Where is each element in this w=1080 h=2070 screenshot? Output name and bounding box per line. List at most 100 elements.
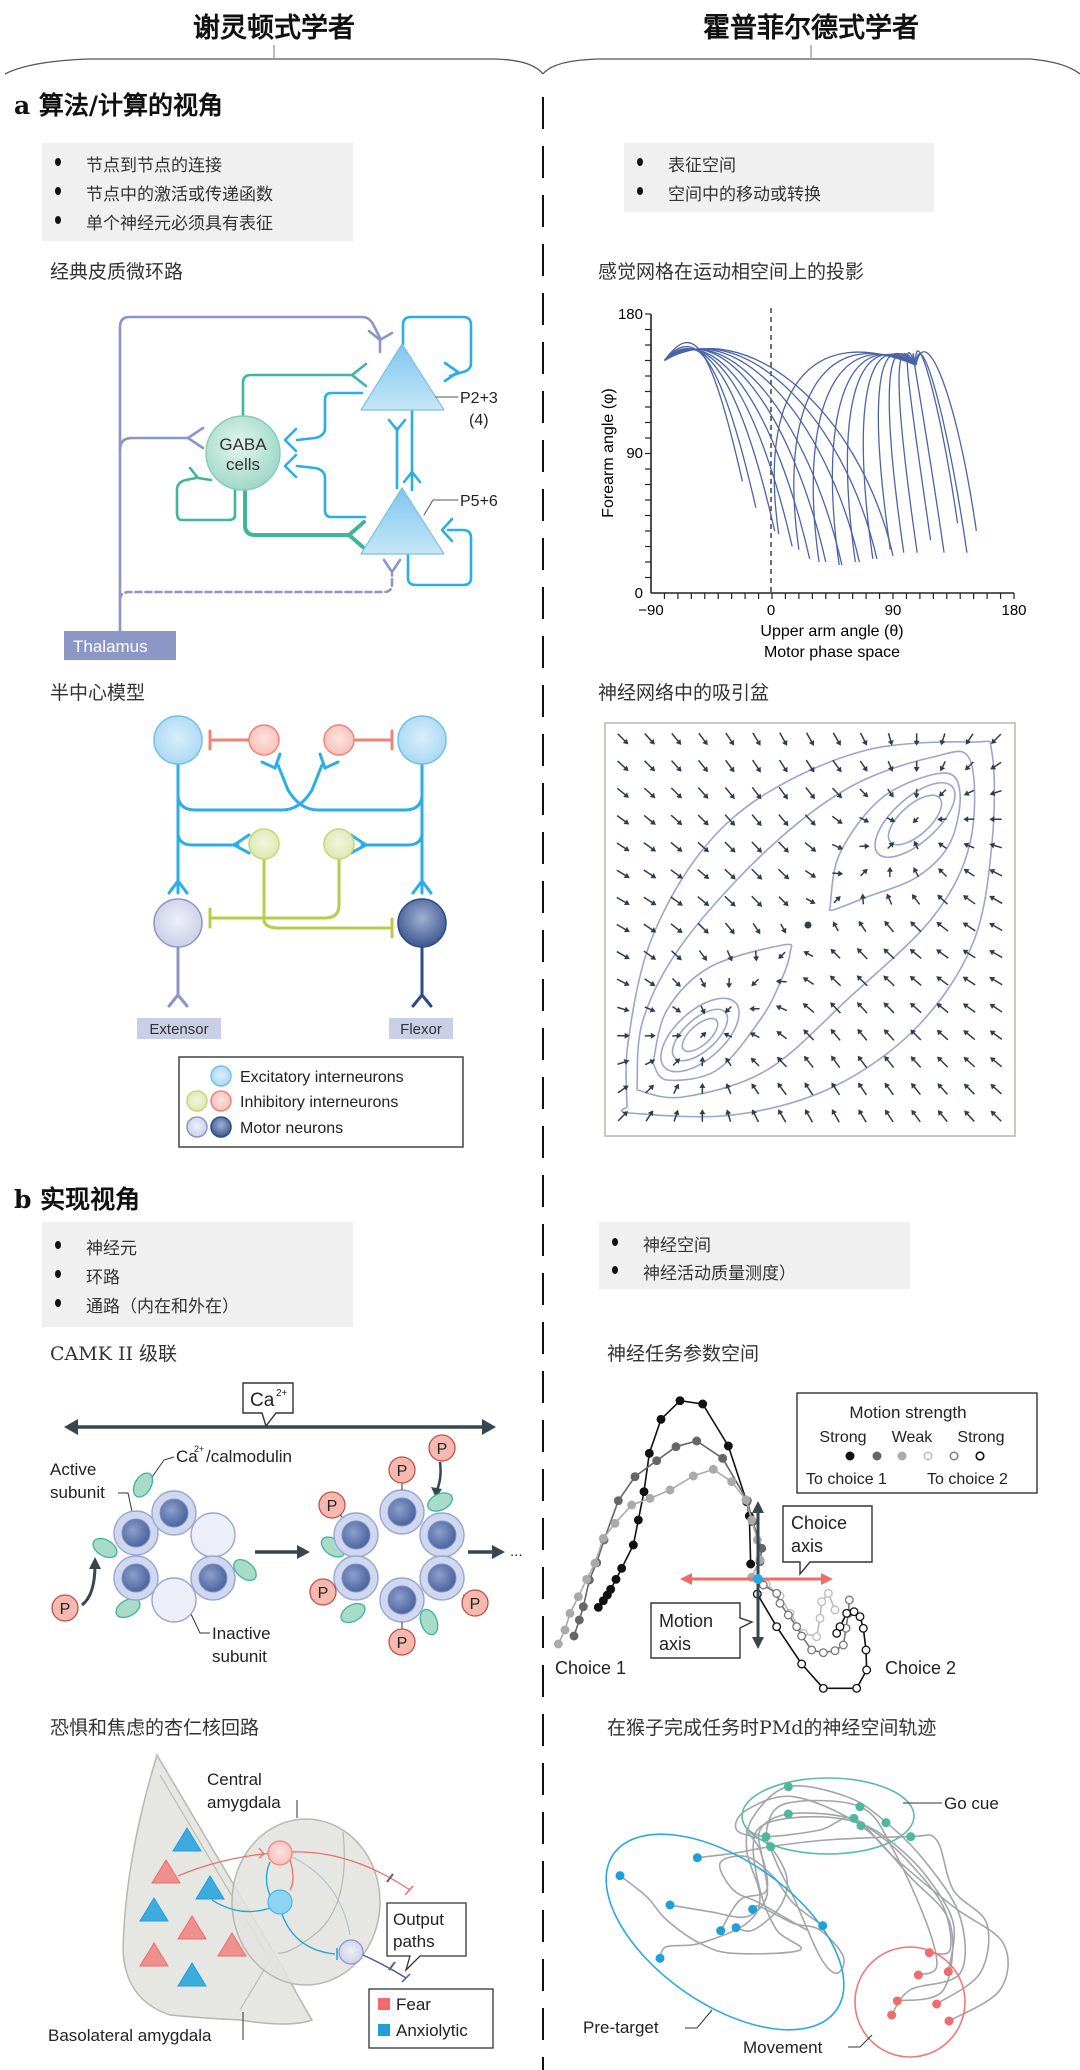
excitatory-neuron-right: [397, 715, 447, 765]
flow-arrow: [938, 1031, 949, 1041]
flow-arrow: [644, 733, 654, 743]
flow-arrow-head: [725, 1083, 732, 1089]
trajectory-point: [628, 1540, 638, 1550]
contour-line: [652, 943, 793, 1082]
flow-arrow: [911, 950, 922, 959]
flow-arrow: [884, 977, 895, 987]
inhibitory-neuron-green: [248, 828, 280, 860]
flow-arrow-head: [910, 1056, 917, 1062]
flow-arrow-head: [776, 1030, 783, 1037]
flow-arrow-head: [804, 1109, 811, 1116]
choice1-label: Choice 1: [555, 1658, 626, 1678]
central-amygdala-label: amygdala: [207, 1793, 281, 1812]
bullet-item: 节点中的激活或传递函数: [55, 180, 273, 205]
motor-phase-chart: −90 0 90 180 180 90 0 Upper arm angle (θ…: [600, 306, 1027, 661]
flow-arrow: [938, 1084, 949, 1095]
flow-arrow-head: [673, 1109, 680, 1116]
trajectory-point: [797, 1659, 807, 1669]
extensor-axon: [167, 945, 189, 1008]
trajectory-point: [652, 1456, 662, 1466]
neural-trajectory: [752, 1799, 938, 1976]
legend-strong-label: Strong: [819, 1429, 866, 1446]
flow-arrow-head: [937, 816, 943, 823]
flow-arrow: [697, 896, 708, 905]
flow-arrow-head: [756, 847, 763, 853]
trajectory-point: [852, 1683, 862, 1693]
flow-arrow-head: [755, 766, 761, 773]
phase-curve: [664, 348, 827, 563]
flow-arrow-head: [810, 820, 816, 826]
flow-arrow-head: [936, 1003, 943, 1009]
pre-target-point: [818, 1921, 828, 1931]
label-p23: P2+3: [460, 390, 498, 407]
fear-neuron-triangle: [139, 1942, 169, 1967]
motor-neuron-flexor: [397, 898, 447, 948]
flow-arrow-head: [937, 842, 944, 848]
flow-arrow-head: [809, 898, 816, 905]
phase-curve: [793, 352, 917, 550]
flow-arrow-head: [677, 900, 683, 906]
flow-arrow-head: [990, 1057, 996, 1063]
inhibitory-green-projections: [208, 857, 394, 939]
pre-target-point: [716, 1926, 726, 1936]
trajectory-point: [807, 1645, 817, 1655]
pre-target-point: [665, 1900, 675, 1910]
flow-arrow-head: [676, 1032, 682, 1039]
flow-arrow-head: [702, 766, 709, 773]
flow-arrow-head: [808, 739, 815, 746]
chart-title: Motor phase space: [764, 644, 900, 661]
caption-task: 神经任务参数空间: [607, 1343, 760, 1365]
task-parameter-space: Motion strength Strong Weak Strong To ch…: [553, 1392, 1038, 1693]
motion-axis-callout: [650, 1602, 754, 1659]
contour-line: [636, 750, 976, 1099]
flow-arrow-head: [989, 922, 996, 929]
trajectory-point: [797, 1631, 807, 1641]
x-tick-label: 180: [1001, 602, 1026, 619]
flow-arrow-head: [990, 1110, 997, 1117]
anxiolytic-neuron-triangle: [177, 1962, 207, 1987]
flow-arrow-head: [913, 793, 920, 799]
attractor-basin-plot: [604, 722, 1016, 1137]
legend-marker: [872, 1451, 882, 1461]
flow-arrow-head: [623, 1059, 630, 1065]
flow-arrow-head: [937, 1056, 943, 1063]
flow-arrow-head: [623, 845, 630, 852]
contour-line: [620, 740, 996, 1118]
bullet-item: 环路: [55, 1263, 120, 1288]
inhibitory-neuron-green: [323, 828, 355, 860]
flow-arrow-head: [701, 955, 708, 961]
flow-arrow-head: [936, 1029, 943, 1036]
calmodulin-icon: [115, 1597, 141, 1619]
flow-arrow-head: [756, 820, 762, 827]
flow-arrow-head: [887, 739, 894, 746]
flow-arrow-head: [939, 739, 946, 746]
trajectory-point: [849, 1607, 859, 1617]
output-neuron: [338, 1939, 364, 1965]
phosphate-icon: [309, 1578, 337, 1606]
flow-arrow: [938, 1004, 949, 1014]
legend-swatch-motor-dark: [210, 1116, 232, 1138]
legend-marker: [923, 1451, 933, 1461]
excitatory-projections: [167, 752, 433, 895]
bullet-item: 神经元: [55, 1234, 137, 1259]
pre-target-point: [615, 1871, 625, 1881]
legend-title: Motion strength: [849, 1403, 966, 1422]
flow-arrow-head: [649, 738, 655, 745]
trajectory-point: [582, 1574, 592, 1584]
trajectory-point: [772, 1588, 782, 1598]
phase-curve: [877, 352, 917, 550]
flow-arrow-head: [912, 817, 919, 824]
trajectory-point: [855, 1612, 865, 1622]
subunit-core: [387, 1585, 417, 1615]
flow-arrow: [991, 977, 1003, 986]
flow-arrow-head: [858, 1109, 864, 1116]
flow-arrow: [779, 732, 787, 744]
flow-arrow: [670, 896, 681, 905]
flow-arrow: [616, 815, 628, 824]
flow-arrow-head: [703, 846, 710, 853]
pmd-trajectories: Go cue Pre-target Movement: [583, 1777, 1009, 2058]
flow-arrow: [992, 1085, 1002, 1095]
trajectory-point: [627, 1500, 637, 1510]
subunit-core: [159, 1498, 189, 1528]
flow-arrow-head: [962, 949, 969, 955]
